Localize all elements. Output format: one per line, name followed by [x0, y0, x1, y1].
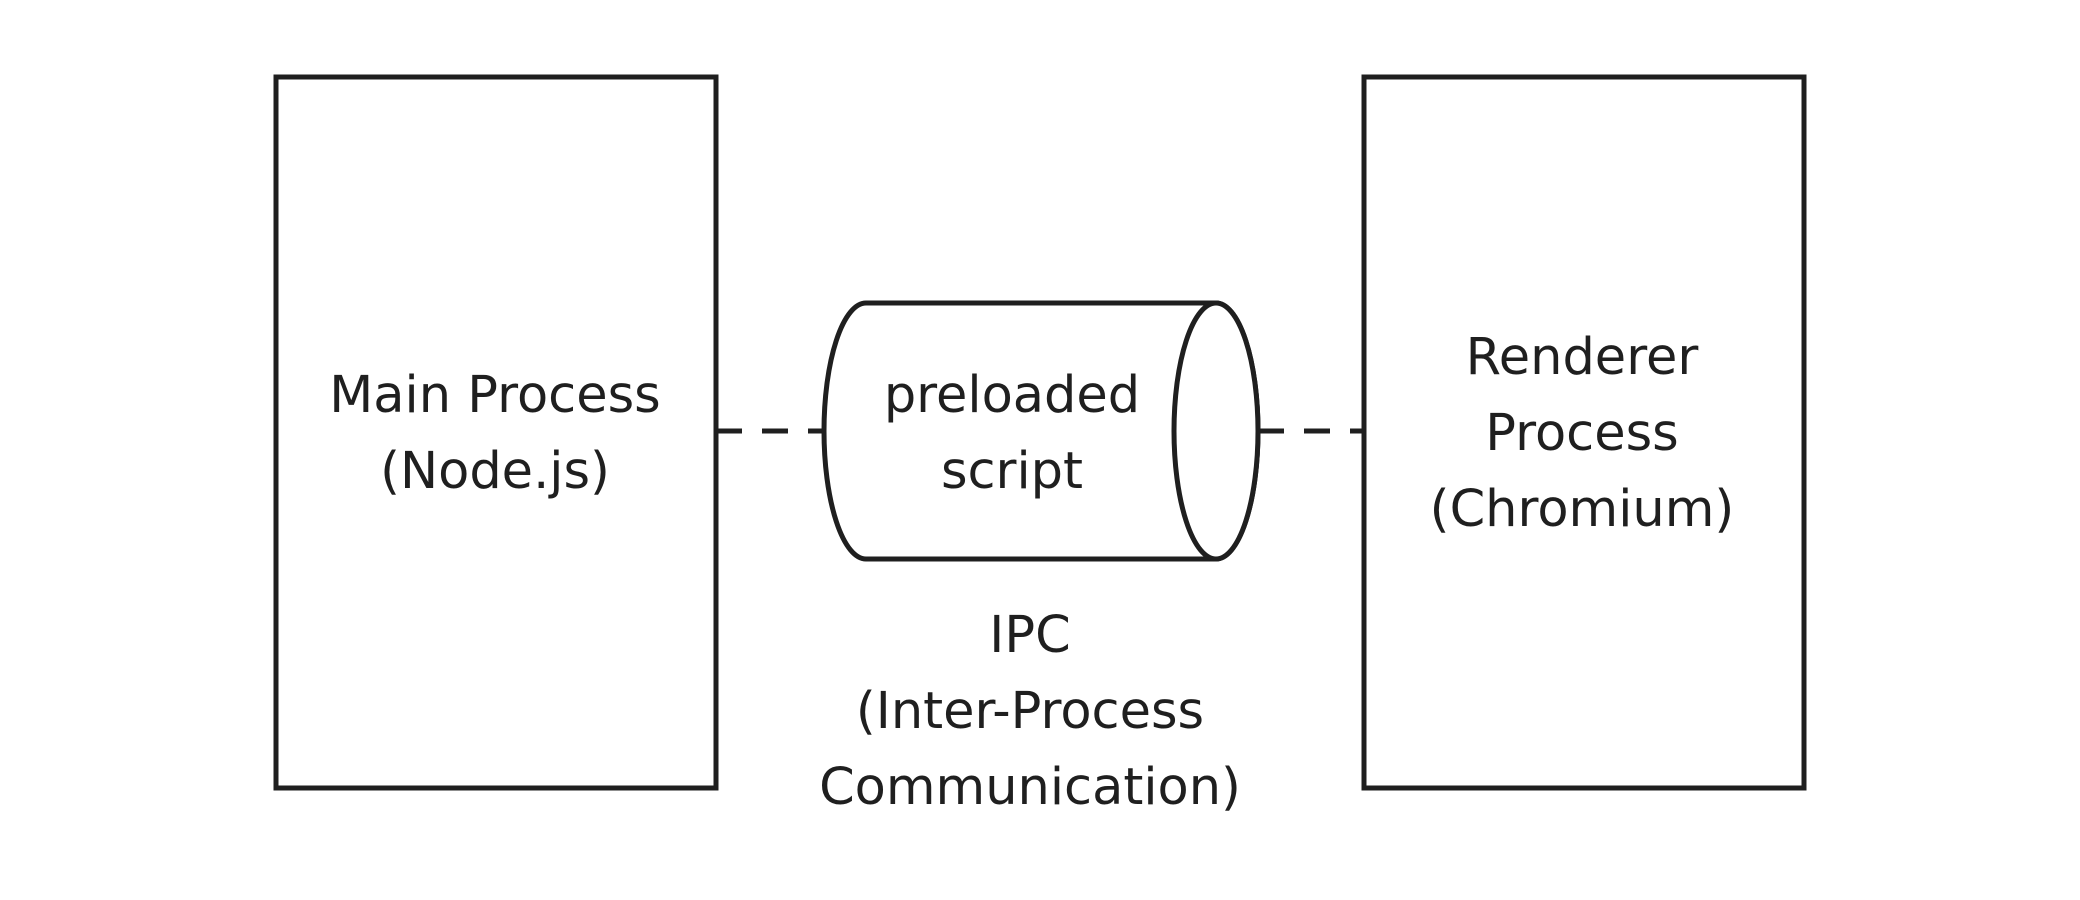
renderer-process-title-line1: Renderer: [1465, 328, 1699, 387]
renderer-process-subtitle: (Chromium): [1429, 480, 1735, 539]
main-process-title: Main Process: [329, 366, 661, 425]
ipc-label: IPC (Inter-Process Communication): [780, 598, 1280, 826]
preload-script-line1: preloaded: [883, 366, 1141, 425]
ipc-title: IPC: [989, 606, 1071, 665]
ipc-subtitle-line1: (Inter-Process: [855, 682, 1205, 741]
preload-cylinder: [821, 300, 1261, 562]
preload-script-line2: script: [940, 442, 1084, 501]
preload-cylinder-end-cap: [1171, 300, 1261, 562]
main-process-label: Main Process (Node.js): [275, 358, 715, 510]
main-process-subtitle: (Node.js): [380, 442, 610, 501]
ipc-subtitle-line2: Communication): [819, 758, 1241, 817]
renderer-process-title-line2: Process: [1485, 404, 1679, 463]
renderer-process-label: Renderer Process (Chromium): [1362, 320, 1802, 548]
preload-script-label: preloaded script: [822, 358, 1202, 510]
